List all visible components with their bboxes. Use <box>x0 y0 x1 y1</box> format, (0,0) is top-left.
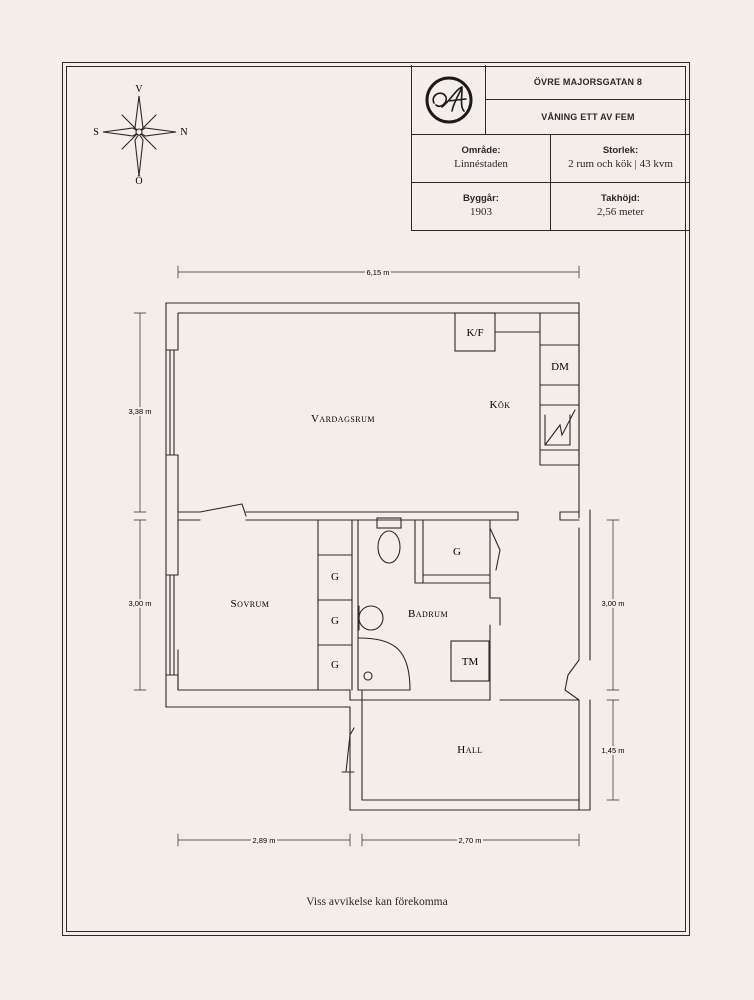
dimension-living-height: 3,38 m <box>129 407 152 416</box>
area-value: Linnéstaden <box>454 158 508 170</box>
built-label: Byggår: <box>463 193 499 204</box>
room-label-kitchen: Kök <box>490 399 511 411</box>
area-label: Område: <box>461 145 501 156</box>
address-text: ÖVRE MAJORSGATAN 8 <box>533 77 643 87</box>
size-value: 2 rum och kök | 43 kvm <box>568 158 673 170</box>
compass-top-letter: V <box>135 84 143 95</box>
room-label-living: Vardagsrum <box>311 413 375 425</box>
ceiling-value: 2,56 meter <box>596 206 645 218</box>
dimension-right-middle-height: 3,00 m <box>602 599 625 608</box>
floor-cell: VÅNING ETT AV FEM <box>486 100 690 135</box>
room-label-hall: Hall <box>457 744 483 756</box>
built-cell: Byggår: 1903 <box>412 183 551 230</box>
fixture-fridge-label: K/F <box>466 327 483 339</box>
dimension-hall-height: 1,45 m <box>602 746 625 755</box>
size-label: Storlek: <box>602 145 639 156</box>
fixture-closet-label: G <box>331 571 339 583</box>
dimension-bedroom-height: 3,00 m <box>129 599 152 608</box>
compass-right-letter: N <box>180 127 187 138</box>
compass-bottom-letter: Ö <box>135 175 142 187</box>
floor-text: VÅNING ETT AV FEM <box>541 112 635 122</box>
ceiling-cell: Takhöjd: 2,56 meter <box>551 183 690 230</box>
address-cell: ÖVRE MAJORSGATAN 8 <box>486 65 690 100</box>
fixture-closet-label: G <box>331 615 339 627</box>
disclaimer-text: Viss avvikelse kan förekomma <box>306 896 448 908</box>
fixture-washer-label: TM <box>462 656 479 668</box>
outer-frame <box>62 62 690 936</box>
dimension-total-width: 6,15 m <box>367 268 390 277</box>
fixture-dishwasher-label: DM <box>551 361 569 373</box>
logo-cell <box>412 65 486 135</box>
inner-frame <box>66 66 686 932</box>
built-value: 1903 <box>470 206 492 218</box>
room-label-bathroom: Badrum <box>408 608 448 620</box>
size-cell: Storlek: 2 rum och kök | 43 kvm <box>551 135 690 183</box>
compass-left-letter: S <box>93 127 99 138</box>
room-label-bedroom: Sovrum <box>231 598 270 610</box>
fixture-closet-label: G <box>331 659 339 671</box>
compass-rose-icon <box>102 95 177 177</box>
fixture-closet-label: G <box>453 546 461 558</box>
dimension-bottom-right-width: 2,70 m <box>459 836 482 845</box>
monogram-logo-icon <box>425 76 473 124</box>
title-block: ÖVRE MAJORSGATAN 8 VÅNING ETT AV FEM Omr… <box>411 65 690 231</box>
area-cell: Område: Linnéstaden <box>412 135 551 183</box>
dimension-bottom-left-width: 2,89 m <box>253 836 276 845</box>
ceiling-label: Takhöjd: <box>601 193 640 204</box>
